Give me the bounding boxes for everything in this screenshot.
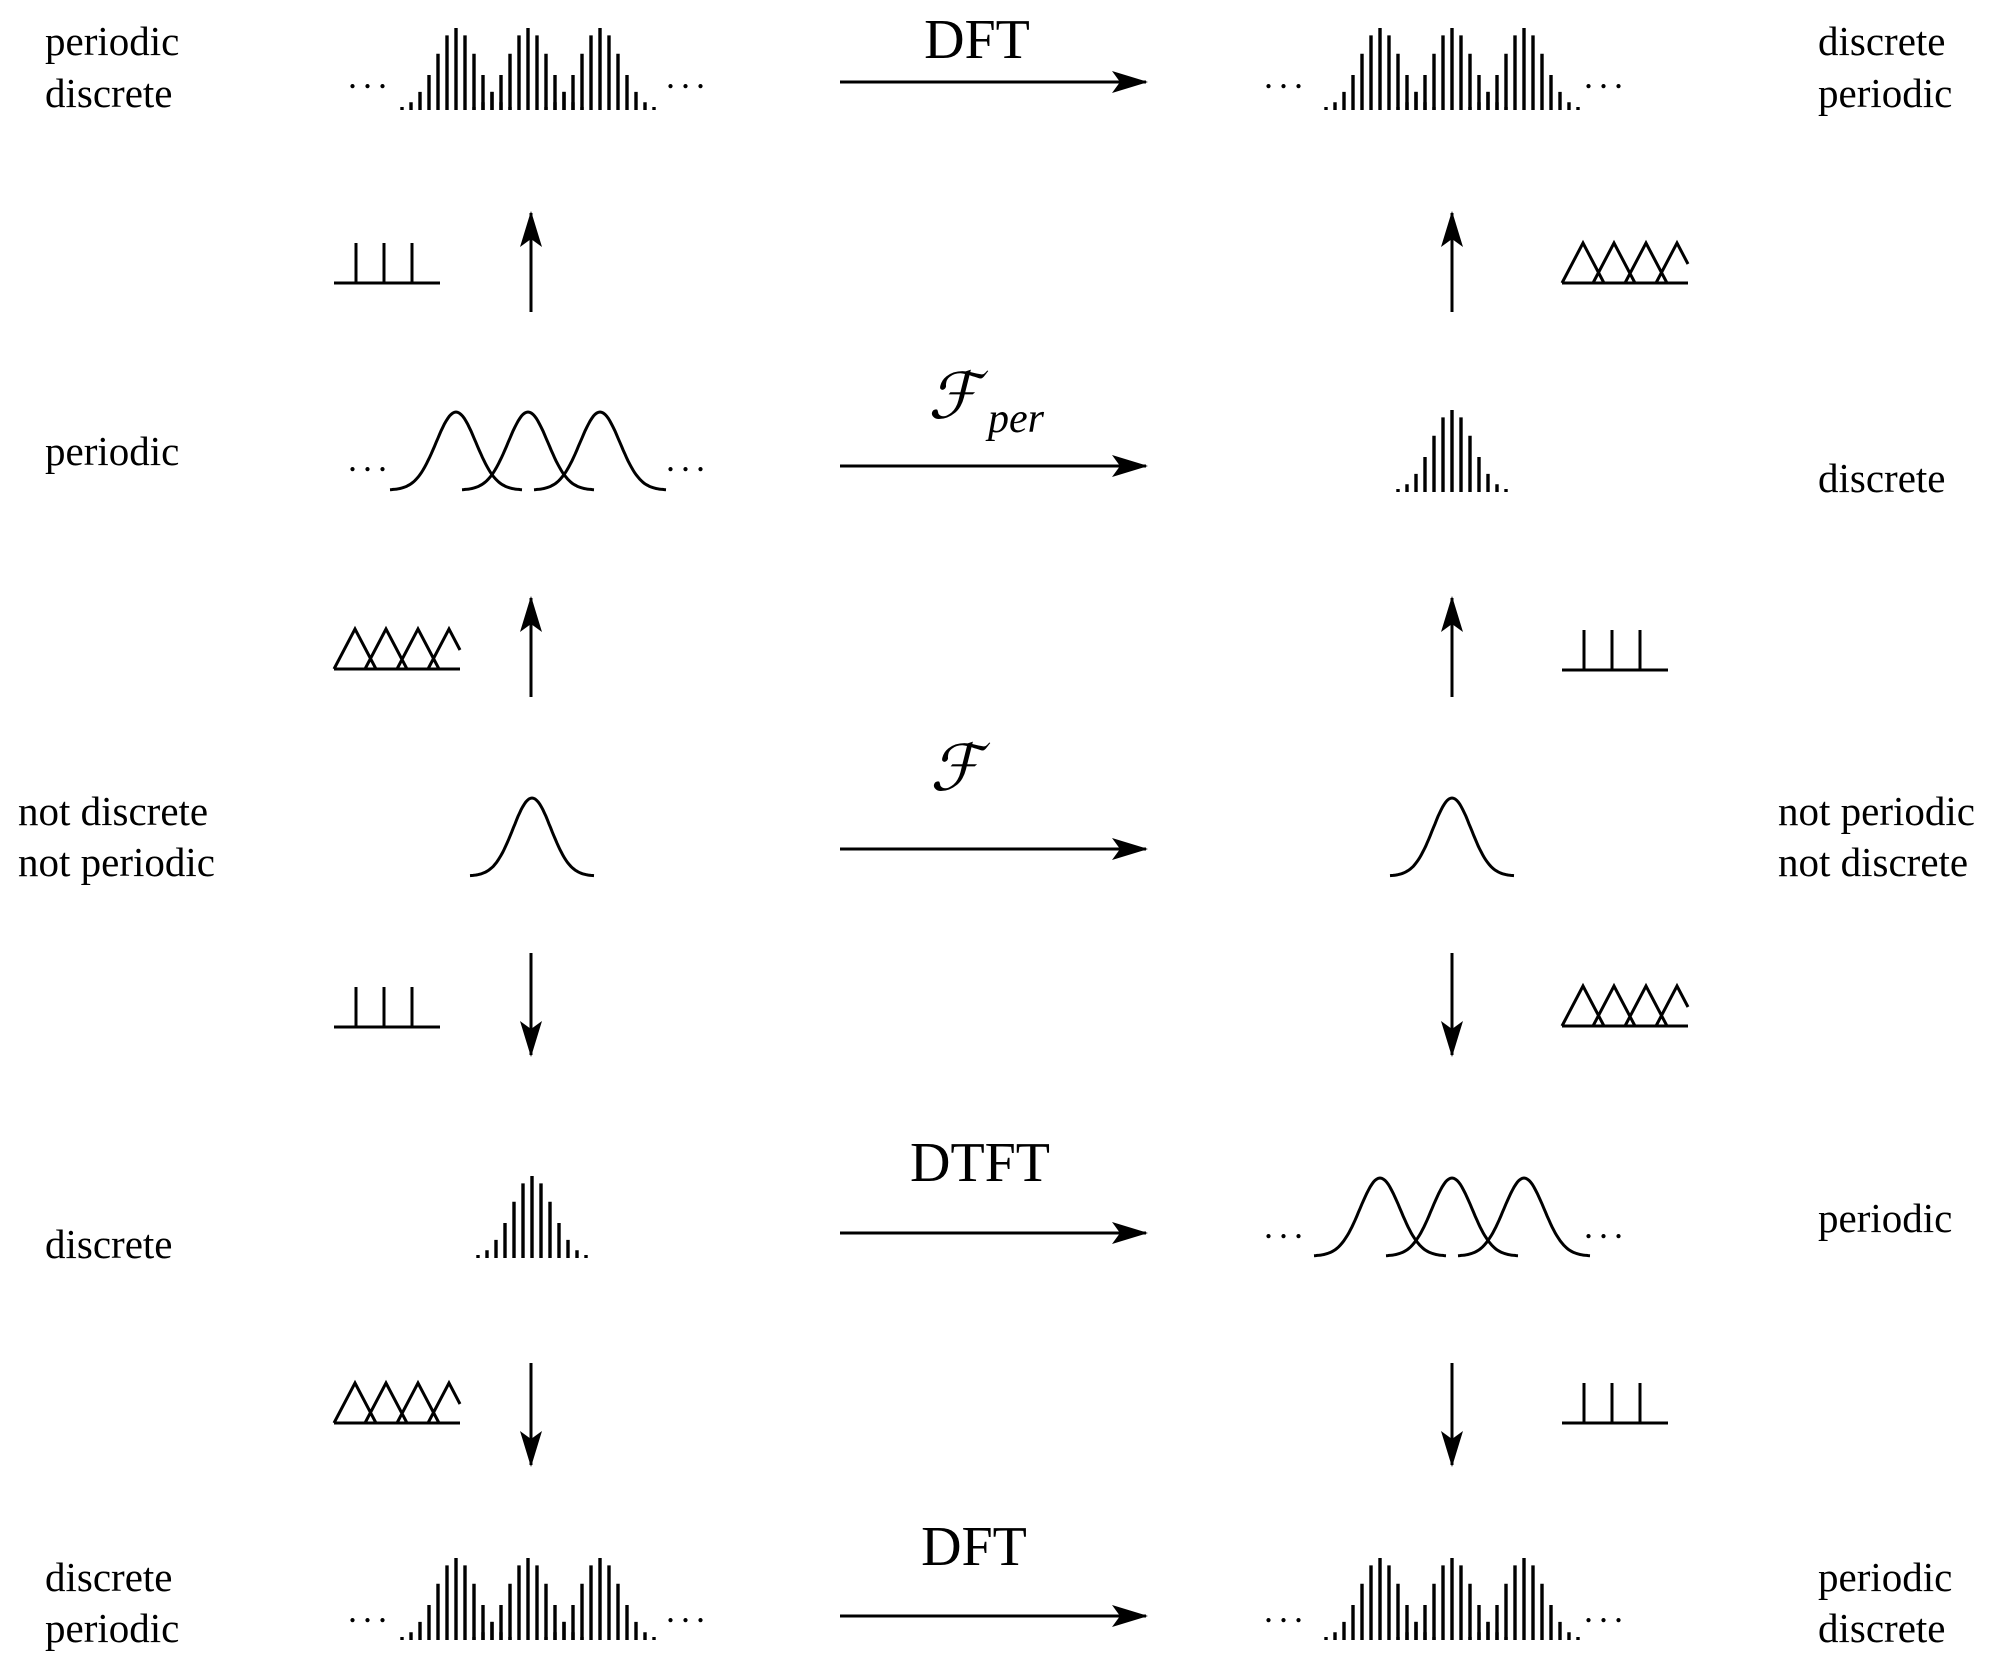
dft-top-transform: DFT [840,9,1148,93]
periodic-continuous-signal [1385,1176,1519,1258]
row3-left-line1: not discrete [18,788,208,834]
left-labels: periodic discrete periodic not discrete … [18,18,215,1651]
ellipsis: ... [1264,1206,1309,1246]
discrete-signal-stems [1396,410,1508,492]
periodic-continuous-signal [1313,1176,1447,1258]
periodic-discrete-signal-stems [400,28,512,110]
signal-glyphs [389,28,1591,1640]
ellipsis: ... [1584,56,1629,96]
periodic-continuous-signal [533,410,667,492]
periodic-discrete-signal-stems [544,28,656,110]
periodic-discrete-signal [1468,1558,1580,1640]
row1-right-line1: discrete [1818,18,1945,64]
continuous-signal [1389,796,1515,878]
periodic-discrete-signal [472,28,584,110]
ellipsis: ... [666,439,711,479]
ellipsis: ... [348,1590,393,1630]
periodic-discrete-signal-stems [1468,1558,1580,1640]
row2-left-line1: periodic [45,428,179,474]
ellipsis: ... [348,439,393,479]
ellipsis: ... [666,1590,711,1630]
dft-top-label: DFT [924,9,1030,71]
triangles-icon [332,1379,462,1425]
periodic-discrete-signal-stems [1396,28,1508,110]
periodic-discrete-signal [472,1558,584,1640]
comb-icons [334,243,1668,1425]
ellipsis: ... [348,56,393,96]
discrete-signal [1396,410,1508,492]
periodic-discrete-signal-stems [1324,1558,1436,1640]
periodic-discrete-signal-stems [472,28,584,110]
f-label: ℱ [930,732,991,806]
comb-icon [1562,1383,1668,1425]
discrete-signal [476,1176,588,1258]
dft-bottom-transform: DFT [840,1516,1148,1627]
continuous-signal [469,796,595,878]
comb-icon [1562,630,1668,672]
vertical-arrows [520,211,1463,1467]
row3-right-line1: not periodic [1778,788,1975,834]
periodic-discrete-signal-stems [400,1558,512,1640]
fper-subscript: per [985,396,1045,442]
periodic-discrete-signal [1396,1558,1508,1640]
periodic-discrete-signal [544,1558,656,1640]
row3-left-line2: not periodic [18,839,215,885]
periodic-discrete-signal-stems [1468,28,1580,110]
triangles-icon [1560,982,1690,1028]
row1-left-line1: periodic [45,18,179,64]
right-labels: discrete periodic discrete not periodic … [1778,18,1975,1651]
row5-right-line2: discrete [1818,1605,1945,1651]
ellipsis: ... [1584,1206,1629,1246]
dtft-transform: DTFT [840,1132,1148,1244]
discrete-signal-stems [476,1176,588,1258]
row5-left-line2: periodic [45,1605,179,1651]
periodic-discrete-signal [544,28,656,110]
periodic-discrete-signal-stems [1324,28,1436,110]
row4-left-line1: discrete [45,1221,172,1267]
triangles-icon [1560,239,1690,285]
ellipsis: ... [1264,1590,1309,1630]
dft-bottom-label: DFT [921,1516,1027,1578]
ellipsis: ... [1584,1590,1629,1630]
triangles-icons [332,239,1690,1425]
transform-arrows: DFT ℱ per ℱ DTFT DFT [840,9,1148,1627]
dtft-label: DTFT [910,1132,1050,1194]
row1-left-line2: discrete [45,70,172,116]
comb-icon [334,243,440,285]
periodic-discrete-signal-stems [1396,1558,1508,1640]
row5-left-line1: discrete [45,1554,172,1600]
periodic-discrete-signal [1396,28,1508,110]
periodic-continuous-signal [1457,1176,1591,1258]
row1-right-line2: periodic [1818,70,1952,116]
triangles-icon [332,625,462,671]
periodic-discrete-signal-stems [472,1558,584,1640]
ellipsis: ... [1264,56,1309,96]
periodic-discrete-signal-stems [544,1558,656,1640]
row4-right-line1: periodic [1818,1195,1952,1241]
periodic-discrete-signal [1324,28,1436,110]
periodic-continuous-signal [389,410,523,492]
periodic-discrete-signal [400,28,512,110]
periodic-continuous-signal [461,410,595,492]
periodic-discrete-signal [400,1558,512,1640]
row2-right-line1: discrete [1818,455,1945,501]
periodic-discrete-signal [1324,1558,1436,1640]
row5-right-line1: periodic [1818,1554,1952,1600]
fper-label: ℱ [928,360,989,434]
fper-transform: ℱ per [840,360,1148,477]
ellipses: ... ... ... ... ... ... ... ... ... ... … [348,56,1629,1630]
comb-icon [334,987,440,1029]
ellipsis: ... [666,56,711,96]
row3-right-line2: not discrete [1778,839,1968,885]
f-transform: ℱ [840,732,1148,860]
periodic-discrete-signal [1468,28,1580,110]
